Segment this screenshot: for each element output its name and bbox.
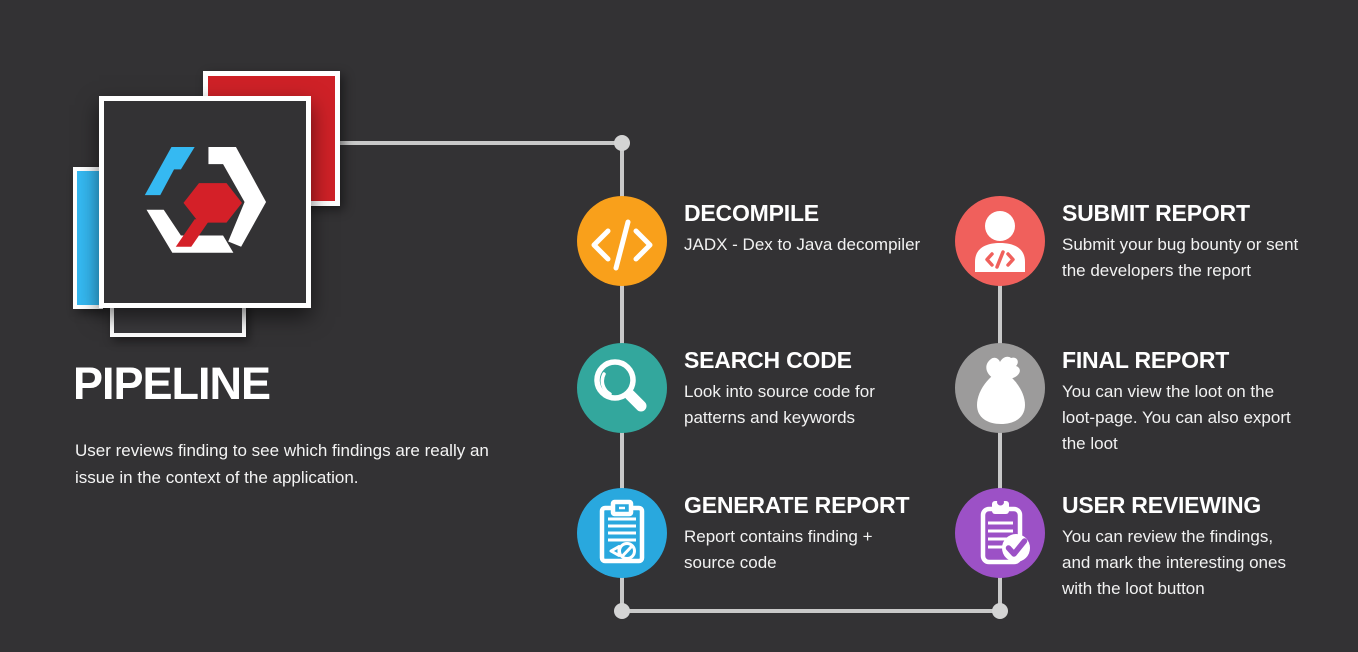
- step-final-report: FINAL REPORT You can view the loot on th…: [955, 343, 1291, 457]
- connector-line-bottom: [620, 609, 1004, 613]
- step-generate-report: GENERATE REPORT Report contains finding …: [577, 488, 910, 578]
- connector-line-logo-to-decompile: [338, 141, 622, 145]
- connector-dot: [614, 603, 630, 619]
- step-submit-report: SUBMIT REPORT Submit your bug bounty or …: [955, 196, 1298, 286]
- step-description: You can view the loot on the loot-page. …: [1062, 382, 1291, 453]
- step-description: Report contains finding + source code: [684, 527, 873, 572]
- hexagon-code-logo-icon: [144, 146, 267, 253]
- page-description: User reviews finding to see which findin…: [75, 441, 489, 487]
- step-title: SEARCH CODE: [684, 347, 852, 373]
- step-description: Look into source code for patterns and k…: [684, 382, 875, 427]
- step-description: You can review the findings, and mark th…: [1062, 527, 1286, 598]
- step-badge: [955, 488, 1045, 578]
- step-title: SUBMIT REPORT: [1062, 200, 1250, 226]
- step-badge: [577, 343, 667, 433]
- step-badge: [955, 196, 1045, 286]
- step-title: USER REVIEWING: [1062, 492, 1262, 518]
- money-bag-icon: [977, 356, 1025, 424]
- step-badge: [577, 488, 667, 578]
- clipboard-check-icon: [980, 498, 1030, 565]
- step-title: DECOMPILE: [684, 200, 819, 226]
- step-search-code: SEARCH CODE Look into source code for pa…: [577, 343, 875, 433]
- step-title: GENERATE REPORT: [684, 492, 910, 518]
- logo-main-square: [99, 96, 311, 308]
- connector-dot: [992, 603, 1008, 619]
- step-badge: [577, 196, 667, 286]
- code-icon: [591, 219, 653, 271]
- connector-dot: [614, 135, 630, 151]
- step-description: JADX - Dex to Java decompiler: [684, 235, 921, 254]
- step-badge: [955, 343, 1045, 433]
- step-title: FINAL REPORT: [1062, 347, 1230, 373]
- report-clipboard-icon: [599, 499, 645, 564]
- step-user-reviewing: USER REVIEWING You can review the findin…: [955, 488, 1286, 602]
- magnifier-icon: [594, 359, 647, 412]
- step-description: Submit your bug bounty or sent the devel…: [1062, 235, 1299, 280]
- developer-person-icon: [975, 211, 1025, 272]
- page-title: PIPELINE: [73, 358, 271, 409]
- step-decompile: DECOMPILE JADX - Dex to Java decompiler: [577, 196, 920, 286]
